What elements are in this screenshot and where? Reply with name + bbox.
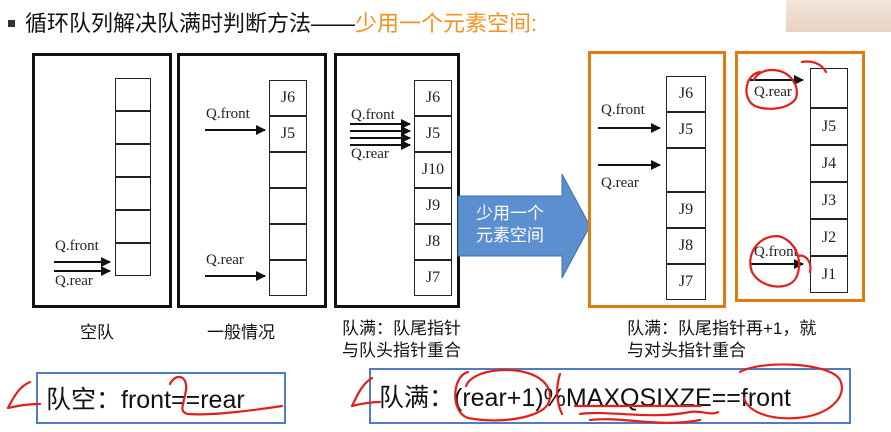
- caption-full-line1: 队满：队尾指针: [342, 319, 461, 338]
- arrow-label-line2: 元素空间: [476, 226, 544, 245]
- queue-cell: J7: [414, 260, 452, 296]
- queue-cell: J1: [810, 256, 848, 293]
- rear-pointer-label: Q.rear: [601, 175, 639, 191]
- queue-cell: J5: [666, 112, 706, 148]
- front-pointer-label: Q.front: [754, 244, 798, 260]
- caption-empty: 空队: [80, 323, 114, 342]
- diagram-full-queue: J6 J5 J10 J9 J8 J7 Q.front Q.rear: [334, 53, 460, 308]
- queue-cell: [115, 78, 151, 111]
- queue-cell: J3: [810, 182, 848, 219]
- queue-cell: J6: [414, 80, 452, 116]
- queue-cell: [666, 148, 706, 192]
- slide-title: 循环队列解决队满时判断方法——少用一个元素空间:: [8, 6, 537, 38]
- rear-pointer-label: Q.rear: [55, 273, 93, 289]
- caption-full-line2: 与队头指针重合: [342, 341, 461, 360]
- rear-pointer-label: Q.rear: [206, 252, 244, 268]
- queue-cell: J5: [269, 116, 307, 152]
- queue-cell: [115, 111, 151, 144]
- block-arrow-label: 少用一个 元素空间: [458, 196, 562, 256]
- caption-full: 队满：队尾指针 与队头指针重合: [342, 318, 461, 362]
- diagram-reserved-cell-alt: J5 J4 J3 J2 J1 Q.rear Q.front: [735, 51, 865, 302]
- rear-pointer-label: Q.rear: [351, 146, 389, 162]
- queue-cell: J8: [414, 224, 452, 260]
- bullet-icon: [8, 19, 15, 27]
- queue-cell: [115, 177, 151, 210]
- diagram-general-case: J6 J5 Q.front Q.rear: [177, 53, 327, 308]
- queue-cell: J7: [666, 264, 706, 300]
- queue-cell: J8: [666, 228, 706, 264]
- front-pointer-label: Q.front: [55, 238, 99, 254]
- queue-cell: J2: [810, 219, 848, 256]
- queue-cell: [115, 243, 151, 276]
- queue-cell: J9: [666, 192, 706, 228]
- front-pointer-label: Q.front: [206, 106, 250, 122]
- queue-cell: [269, 224, 307, 260]
- queue-cell: [269, 152, 307, 188]
- front-pointer-label: Q.front: [601, 102, 645, 118]
- caption-reserved: 队满：队尾指针再+1，就 与对头指针重合: [627, 318, 816, 362]
- rear-pointer-label: Q.rear: [754, 84, 792, 100]
- title-main: 循环队列解决队满时判断方法——: [25, 11, 356, 36]
- caption-reserved-line1: 队满：队尾指针再+1，就: [627, 319, 817, 338]
- diagram-reserved-cell: J6 J5 J9 J8 J7 Q.front Q.rear: [588, 51, 726, 308]
- arrow-label-line1: 少用一个: [476, 204, 544, 223]
- caption-general: 一般情况: [207, 323, 275, 342]
- formula-empty-condition: 队空：front==rear: [36, 372, 286, 424]
- queue-cell: J6: [666, 76, 706, 112]
- queue-cell: J10: [414, 152, 452, 188]
- formula-full-condition: 队满：(rear+1)%MAXQSIXZE==front: [369, 368, 851, 424]
- queue-cell: [115, 210, 151, 243]
- queue-cell: J4: [810, 145, 848, 182]
- queue-cell: J5: [810, 108, 848, 145]
- queue-cell: J9: [414, 188, 452, 224]
- queue-cell: [810, 68, 848, 108]
- diagram-empty-queue: Q.front Q.rear: [32, 53, 172, 308]
- queue-cell: [115, 144, 151, 177]
- queue-cell: [269, 188, 307, 224]
- queue-cell: [269, 260, 307, 296]
- queue-cell: J5: [414, 116, 452, 152]
- caption-reserved-line2: 与对头指针重合: [627, 341, 746, 360]
- front-pointer-label: Q.front: [351, 107, 395, 123]
- title-highlight: 少用一个元素空间:: [355, 11, 538, 36]
- webcam-thumbnail: [786, 0, 891, 32]
- queue-cell: J6: [269, 80, 307, 116]
